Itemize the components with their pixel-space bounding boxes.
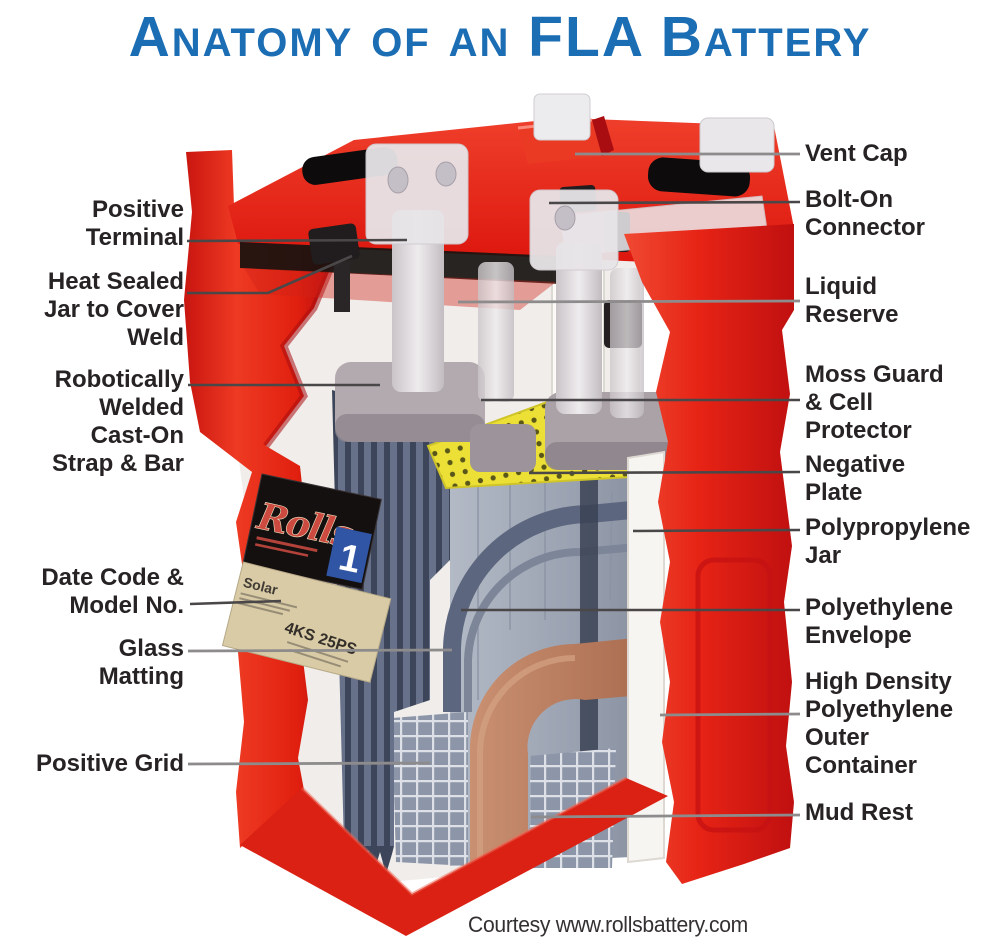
copper-positive-plate (470, 636, 655, 866)
container-right-wall (624, 224, 794, 884)
heat-seal-connector (308, 223, 360, 265)
copper-highlight (477, 655, 576, 860)
label-robotically-welded: Robotically Welded Cast-On Strap & Bar (51, 366, 184, 477)
seal-post (334, 262, 350, 312)
label-glass-matting: Glass Matting (98, 635, 184, 690)
page-title: Anatomy of an FLA Battery (128, 5, 872, 69)
envelope-arc (443, 499, 653, 712)
positive-grid-lattice (392, 712, 468, 866)
label-positive-grid: Positive Grid (35, 750, 184, 777)
courtesy-credit: Courtesy www.rollsbattery.com (468, 912, 748, 937)
plate-stack-bottom-zigzag (344, 846, 394, 874)
terminal-bracket-center (529, 189, 619, 271)
leader-positive-grid (187, 761, 431, 766)
label-polypropylene-jar: Polypropylene Jar (805, 514, 971, 569)
leader-date-code (189, 599, 282, 606)
terminal-assembly (308, 93, 775, 418)
label-negative-plate: Negative Plate (805, 451, 906, 506)
label-liquid-reserve: Liquid Reserve (805, 273, 899, 328)
label-bolt-on-connector: Bolt-On Connector (805, 186, 925, 241)
center-terminal-post (556, 242, 602, 414)
terminal-bracket-right (699, 117, 775, 173)
leader-positive-terminal (186, 238, 408, 243)
container-molding-line (695, 557, 773, 833)
label-hdpe-outer-container: High Density Polyethylene Outer Containe… (805, 668, 954, 779)
leader-mud-rest (530, 813, 801, 819)
label-moss-guard: Moss Guard & Cell Protector (805, 361, 944, 444)
cell-post (610, 268, 644, 418)
rolls-label: Rolls 1 Solar 4KS 25PS (221, 473, 392, 683)
leader-bolt-on (548, 200, 801, 205)
clear-connector-cube (533, 93, 591, 141)
leader-negative-plate (528, 470, 801, 475)
leader-polypropylene-jar (632, 528, 801, 533)
label-vent-cap: Vent Cap (805, 140, 908, 167)
label-heat-sealed-weld: Heat Sealed Jar to Cover Weld (43, 268, 184, 351)
leader-hdpe-container (659, 712, 801, 717)
envelope-arc-inner (464, 542, 651, 712)
label-positive-terminal: Positive Terminal (85, 196, 184, 251)
polypropylene-jar-wall (627, 450, 665, 864)
leader-liquid-reserve (457, 299, 801, 304)
leader-glass-matting (187, 648, 453, 653)
label-polyethylene-envelope: Polyethylene Envelope (805, 594, 954, 649)
label-date-code-model: Date Code & Model No. (41, 564, 184, 619)
label-mud-rest: Mud Rest (805, 799, 913, 826)
leader-heat-sealed (187, 254, 353, 295)
positive-terminal-post (392, 210, 444, 392)
cell-post (478, 262, 514, 402)
series-badge (326, 526, 372, 584)
